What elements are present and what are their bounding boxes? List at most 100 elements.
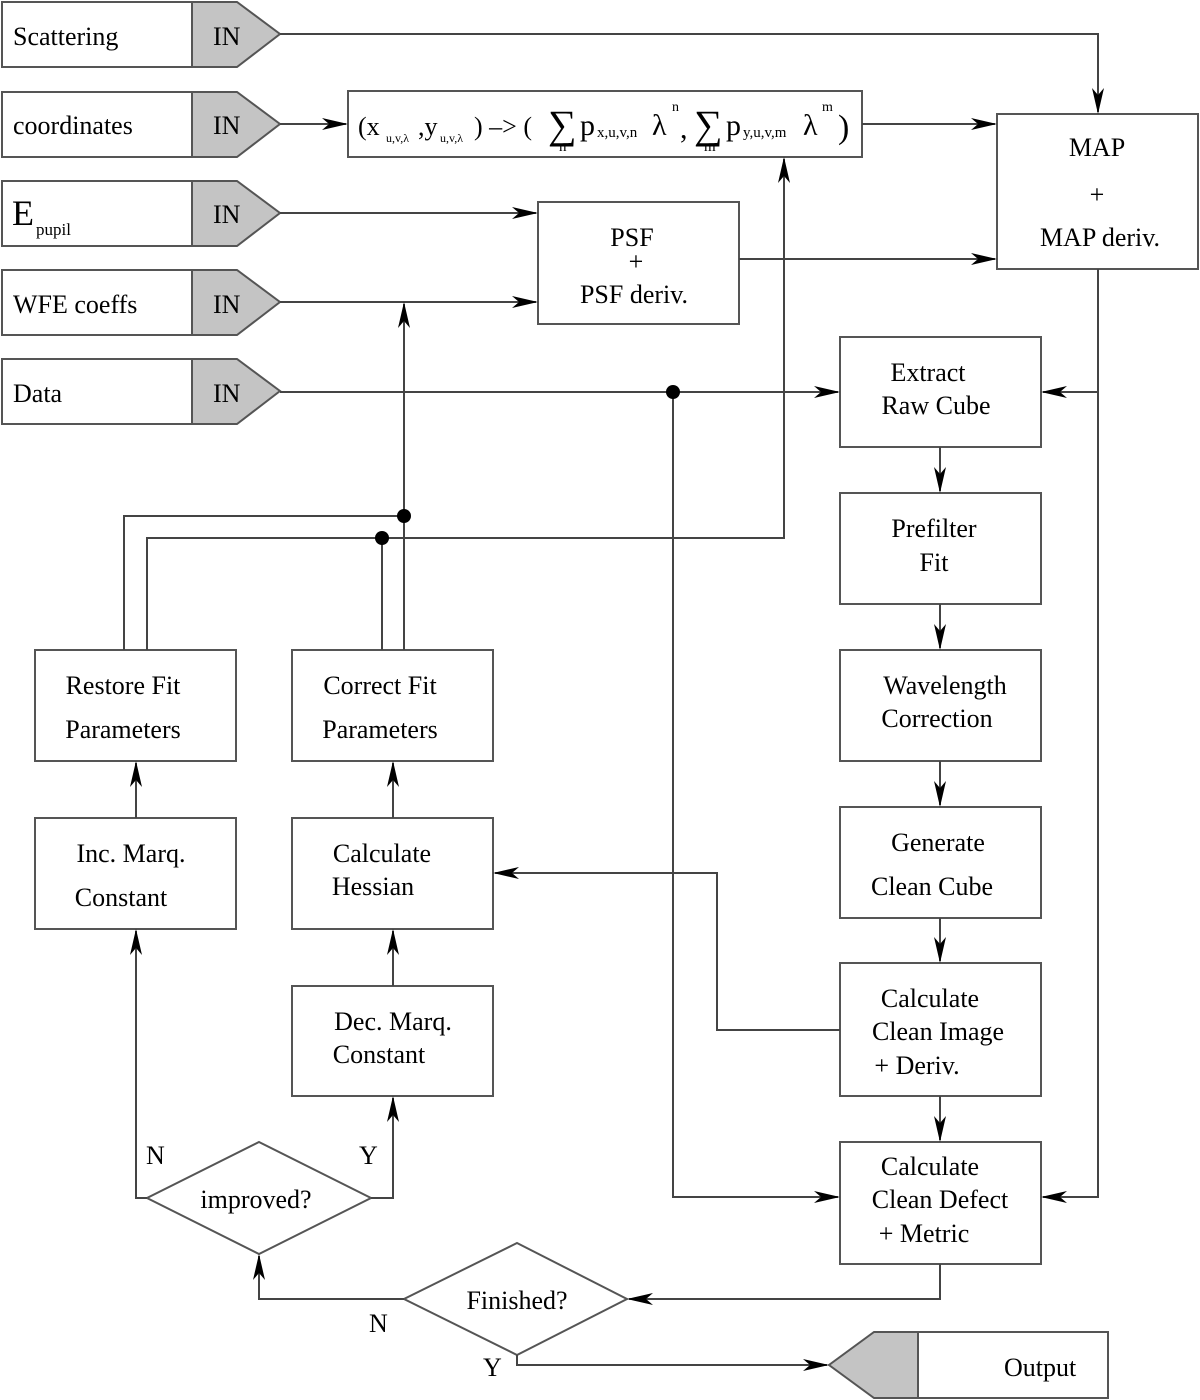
box-label: Parameters — [322, 715, 438, 744]
box-label: Hessian — [332, 872, 414, 901]
arrow-improved-yes-to-dec-marq — [371, 1096, 399, 1199]
connectors — [123, 33, 1104, 1371]
output-connector: Output — [827, 1331, 1109, 1399]
inc-marq-constant-box: Inc. Marq. Constant — [34, 817, 237, 930]
box-label: Prefilter — [891, 514, 977, 543]
decision-yes-label: Y — [483, 1353, 502, 1382]
line-restore-to-wfe — [123, 515, 404, 650]
input-label: Scattering — [13, 22, 118, 51]
prefilter-fit-box: Prefilter Fit — [839, 492, 1042, 605]
formula-superscript: m — [822, 100, 833, 115]
sum-symbol: ∑ — [694, 102, 723, 147]
arrow-finished-yes-to-output — [516, 1355, 829, 1371]
arrow-restore-to-formula — [146, 157, 790, 650]
box-label: Calculate — [333, 839, 431, 868]
box-label: Parameters — [65, 715, 181, 744]
output-label: Output — [1004, 1353, 1077, 1382]
arrow-clean-defect-to-finished — [627, 1264, 941, 1305]
arrow-scattering-to-map — [280, 33, 1104, 114]
box-label: Constant — [75, 883, 168, 912]
box-label: Dec. Marq. — [334, 1007, 452, 1036]
formula-subscript: u,v,λ — [386, 131, 409, 145]
box-label: + Deriv. — [874, 1051, 959, 1080]
dec-marq-constant-box: Dec. Marq. Constant — [291, 985, 494, 1097]
junction-dot — [666, 385, 680, 399]
formula-text: p — [726, 109, 741, 142]
decision-label: improved? — [200, 1185, 311, 1214]
box-label: Calculate — [881, 984, 979, 1013]
box-label: Generate — [891, 828, 985, 857]
formula-subscript: y,u,v,m — [743, 125, 787, 141]
decision-no-label: N — [369, 1309, 388, 1338]
box-label: Constant — [333, 1040, 426, 1069]
correct-fit-parameters-box: Correct Fit Parameters — [291, 649, 494, 762]
input-e-pupil: E pupil IN — [1, 180, 282, 247]
sum-symbol: ∑ — [548, 102, 577, 147]
improved-decision: improved? N Y — [144, 1140, 378, 1256]
arrow-improved-no-to-inc-marq — [130, 929, 147, 1199]
box-label: Clean Cube — [871, 872, 993, 901]
box-label: Wavelength — [883, 671, 1007, 700]
box-label: + — [629, 247, 644, 276]
map-box: MAP + MAP deriv. — [996, 113, 1199, 270]
arrow-map-to-clean-defect — [1041, 269, 1099, 1203]
decision-label: Finished? — [466, 1286, 567, 1315]
box-label: Fit — [920, 548, 950, 577]
formula-text: p — [580, 109, 595, 142]
input-tag: IN — [213, 379, 241, 408]
generate-clean-cube-box: Generate Clean Cube — [839, 806, 1042, 919]
decision-yes-label: Y — [359, 1141, 378, 1170]
box-label: Inc. Marq. — [76, 839, 185, 868]
extract-raw-cube-box: Extract Raw Cube — [839, 336, 1042, 448]
box-label: Calculate — [881, 1152, 979, 1181]
arrow-clean-image-to-hessian — [493, 867, 840, 1031]
decision-no-label: N — [146, 1141, 165, 1170]
box-label: PSF deriv. — [580, 280, 688, 309]
box-label: + Metric — [879, 1219, 969, 1248]
formula-text: ) — [838, 109, 849, 146]
junction-dot — [397, 509, 411, 523]
formula-superscript: n — [672, 100, 679, 115]
box-label: Clean Image — [872, 1017, 1004, 1046]
input-tag: IN — [213, 290, 241, 319]
input-label: WFE coeffs — [13, 290, 137, 319]
formula-text: , — [680, 112, 688, 145]
formula-text: λ — [652, 109, 667, 142]
psf-box: PSF + PSF deriv. — [537, 201, 740, 325]
box-label: Correct Fit — [323, 671, 437, 700]
input-label: coordinates — [13, 111, 133, 140]
formula-text: (x — [358, 112, 380, 141]
input-label: E — [12, 193, 34, 233]
calculate-hessian-box: Calculate Hessian — [291, 817, 494, 930]
input-scattering: Scattering IN — [1, 1, 282, 68]
input-coordinates: coordinates IN — [1, 91, 282, 158]
input-label-subscript: pupil — [36, 220, 71, 239]
box-label: MAP deriv. — [1040, 223, 1160, 252]
input-wfe-coeffs: WFE coeffs IN — [1, 269, 282, 336]
formula-subscript: u,v,λ — [440, 131, 463, 145]
arrow-finished-no-to-improved — [253, 1254, 404, 1300]
formula-text: ) –> ( — [474, 112, 532, 141]
formula-text: λ — [803, 109, 818, 142]
formula-subscript: x,u,v,n — [597, 125, 638, 141]
box-label: Correction — [881, 704, 992, 733]
box-label: Restore Fit — [66, 671, 182, 700]
formula-text: ,y — [418, 112, 438, 141]
box-label: Raw Cube — [881, 391, 990, 420]
formula-subscript: m — [704, 139, 716, 155]
coordinate-mapping-formula: (x u,v,λ ,y u,v,λ ) –> ( ∑ n p x,u,v,n λ… — [347, 90, 863, 158]
box-label: + — [1090, 180, 1105, 209]
box-label: PSF — [610, 223, 653, 252]
input-tag: IN — [213, 22, 241, 51]
box-label: MAP — [1069, 133, 1125, 162]
input-data: Data IN — [1, 358, 282, 425]
restore-fit-parameters-box: Restore Fit Parameters — [34, 649, 237, 762]
clean-defect-metric-box: Calculate Clean Defect + Metric — [839, 1141, 1042, 1265]
formula-subscript: n — [559, 139, 567, 155]
input-label: Data — [13, 379, 63, 408]
finished-decision: Finished? N Y — [369, 1241, 630, 1382]
wavelength-correction-box: Wavelength Correction — [839, 649, 1042, 762]
box-label: Clean Defect — [872, 1185, 1009, 1214]
clean-image-deriv-box: Calculate Clean Image + Deriv. — [839, 962, 1042, 1097]
